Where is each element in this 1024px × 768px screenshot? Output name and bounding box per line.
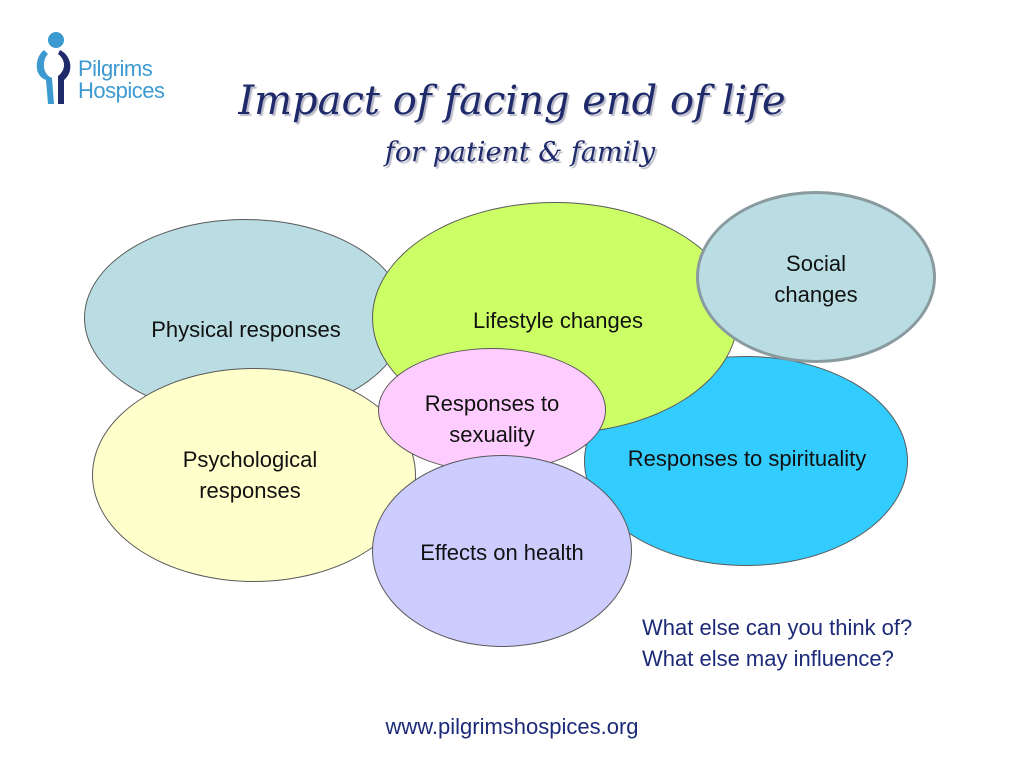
psychological-responses-label: Psychological responses (120, 444, 380, 506)
website-link[interactable]: www.pilgrimshospices.org (385, 714, 639, 739)
logo-wordmark: Pilgrims Hospices (78, 56, 165, 103)
psychological-line-1: Psychological (182, 447, 318, 472)
page-subtitle: for patient & family (384, 137, 656, 168)
social-changes-ellipse (696, 191, 936, 363)
question-line-1: What else can you think of? (642, 615, 913, 640)
question-line-2: What else may influence? (642, 646, 894, 671)
effects-on-health-ellipse (372, 455, 632, 647)
social-changes-line-2: changes (774, 282, 858, 307)
spirituality-label: Responses to spirituality (627, 446, 867, 471)
psychological-responses-ellipse (92, 368, 416, 582)
physical-responses-label: Physical responses (151, 317, 341, 342)
sexuality-ellipse (378, 348, 606, 472)
logo-line-1: Pilgrims (78, 56, 153, 81)
logo-line-2: Hospices (78, 78, 165, 103)
reflection-questions: What else can you think of? What else ma… (642, 612, 912, 674)
psychological-line-2: responses (199, 478, 301, 503)
social-changes-line-1: Social (786, 251, 846, 276)
lifestyle-changes-label: Lifestyle changes (473, 308, 643, 333)
page-title: Impact of facing end of life (238, 78, 786, 124)
sexuality-line-1: Responses to (424, 391, 560, 416)
effects-on-health-label: Effects on health (420, 540, 584, 565)
sexuality-label: Responses to sexuality (392, 388, 592, 450)
pilgrim-figure-icon (36, 32, 71, 104)
social-changes-label: Social changes (716, 248, 916, 310)
pilgrims-hospices-logo: Pilgrims Hospices (30, 28, 200, 108)
sexuality-line-2: sexuality (449, 422, 535, 447)
